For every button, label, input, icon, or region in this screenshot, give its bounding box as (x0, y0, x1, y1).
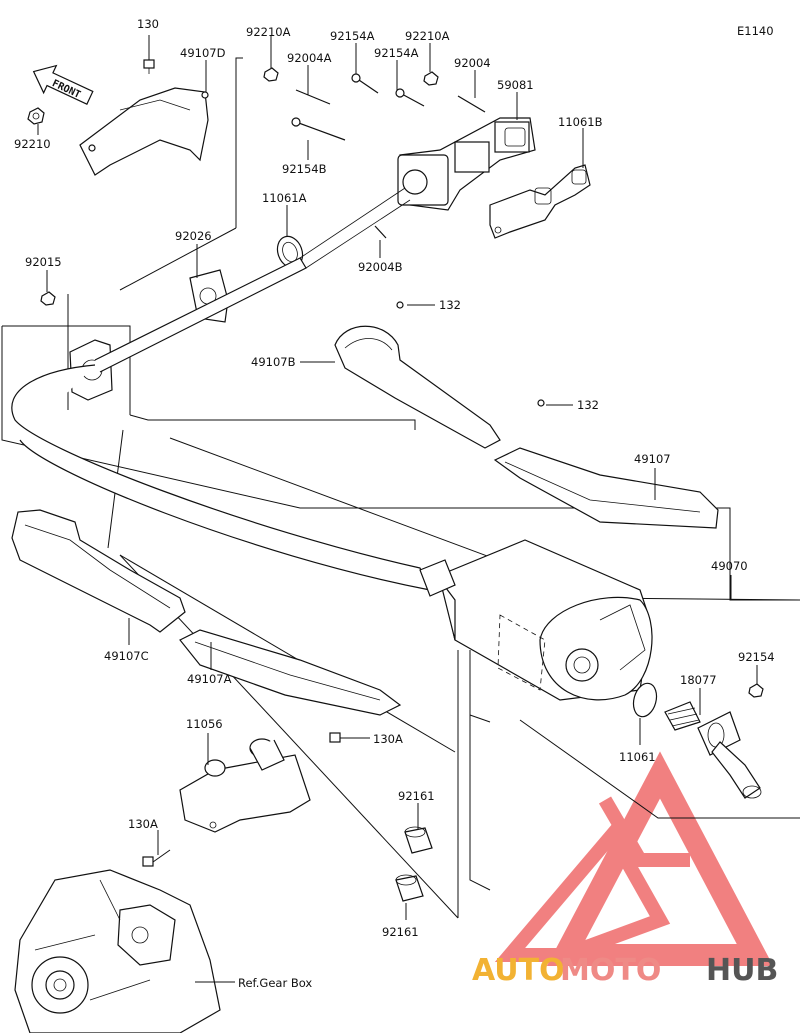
logo-triangle-outer (546, 751, 774, 966)
label-92161-1[interactable]: 92161 (398, 789, 435, 803)
logo-g-stroke (598, 796, 690, 867)
label-132-2[interactable]: 132 (577, 398, 599, 412)
nut-92015[interactable] (40, 291, 56, 306)
heat-shield-49107B[interactable] (334, 301, 501, 449)
label-11056[interactable]: 11056 (186, 717, 223, 731)
gasket-11061B[interactable] (489, 164, 591, 239)
label-92015[interactable]: 92015 (25, 255, 62, 269)
label-49107C[interactable]: 49107C (104, 649, 149, 663)
label-49107B[interactable]: 49107B (251, 355, 296, 369)
bracket-11056[interactable] (179, 738, 311, 833)
heat-shield-49107D[interactable] (79, 87, 209, 176)
bushing-92161-lower[interactable] (395, 874, 424, 902)
label-49107D[interactable]: 49107D (180, 46, 226, 60)
label-ref-gear-box[interactable]: Ref.Gear Box (238, 976, 312, 990)
gear-box[interactable] (14, 869, 221, 1033)
label-92210A-2[interactable]: 92210A (405, 29, 450, 43)
watermark-auto: AUTO (472, 953, 565, 988)
heat-shield-49107C[interactable] (11, 509, 186, 633)
label-92026[interactable]: 92026 (175, 229, 212, 243)
watermark-moto: MOTO (560, 953, 661, 988)
label-130A-1[interactable]: 130A (373, 732, 403, 746)
label-92154[interactable]: 92154 (738, 650, 775, 664)
label-92210A-1[interactable]: 92210A (246, 25, 291, 39)
muffler-49070[interactable] (419, 539, 653, 701)
label-92154A-2[interactable]: 92154A (374, 46, 419, 60)
automotohub-wordmark: AUTO MOTO HUB (472, 953, 778, 988)
label-92154B[interactable]: 92154B (282, 162, 327, 176)
label-11061[interactable]: 11061 (619, 750, 656, 764)
label-11061A[interactable]: 11061A (262, 191, 307, 205)
logo-triangle-inner (494, 822, 671, 962)
bolt-130A-right[interactable] (329, 732, 341, 743)
watermark-hub: HUB (706, 953, 778, 988)
tail-pipe[interactable] (697, 711, 762, 799)
front-arrow: FRONT (32, 64, 94, 105)
label-92154A-1[interactable]: 92154A (330, 29, 375, 43)
bolt-130A-left[interactable] (142, 856, 154, 867)
label-92210[interactable]: 92210 (14, 137, 51, 151)
heat-shield-49107[interactable] (493, 399, 719, 529)
bushing-92161-upper[interactable] (404, 826, 433, 854)
part-labels: E1140 130 49107D 92210A 92004A 92154A 92… (14, 17, 775, 990)
label-11061B[interactable]: 11061B (558, 115, 603, 129)
label-92161-2[interactable]: 92161 (382, 925, 419, 939)
label-59081[interactable]: 59081 (497, 78, 534, 92)
fasteners-top[interactable] (263, 67, 486, 239)
label-130A-2[interactable]: 130A (128, 817, 158, 831)
label-92004A[interactable]: 92004A (287, 51, 332, 65)
heat-shield-49107A[interactable] (179, 629, 402, 716)
label-92004B[interactable]: 92004B (358, 260, 403, 274)
label-49107[interactable]: 49107 (634, 452, 671, 466)
diagram-code: E1140 (737, 24, 774, 38)
bolt-92154-right[interactable] (748, 683, 764, 698)
leader-lines (37, 35, 758, 983)
bolt-130-top[interactable] (143, 59, 155, 74)
label-92004[interactable]: 92004 (454, 56, 491, 70)
label-132-1[interactable]: 132 (439, 298, 461, 312)
label-130-top[interactable]: 130 (137, 17, 159, 31)
exhaust-pipe[interactable] (11, 187, 432, 591)
label-49070[interactable]: 49070 (711, 559, 748, 573)
spark-arrestor-18077[interactable] (664, 701, 701, 731)
label-18077[interactable]: 18077 (680, 673, 717, 687)
nut-92210-left[interactable] (27, 107, 45, 125)
gasket-11061[interactable] (630, 681, 660, 720)
automotohub-logo (494, 751, 774, 966)
label-49107A[interactable]: 49107A (187, 672, 232, 686)
assembly-frames (1, 57, 800, 919)
exhaust-manifold-59081[interactable] (397, 117, 536, 211)
